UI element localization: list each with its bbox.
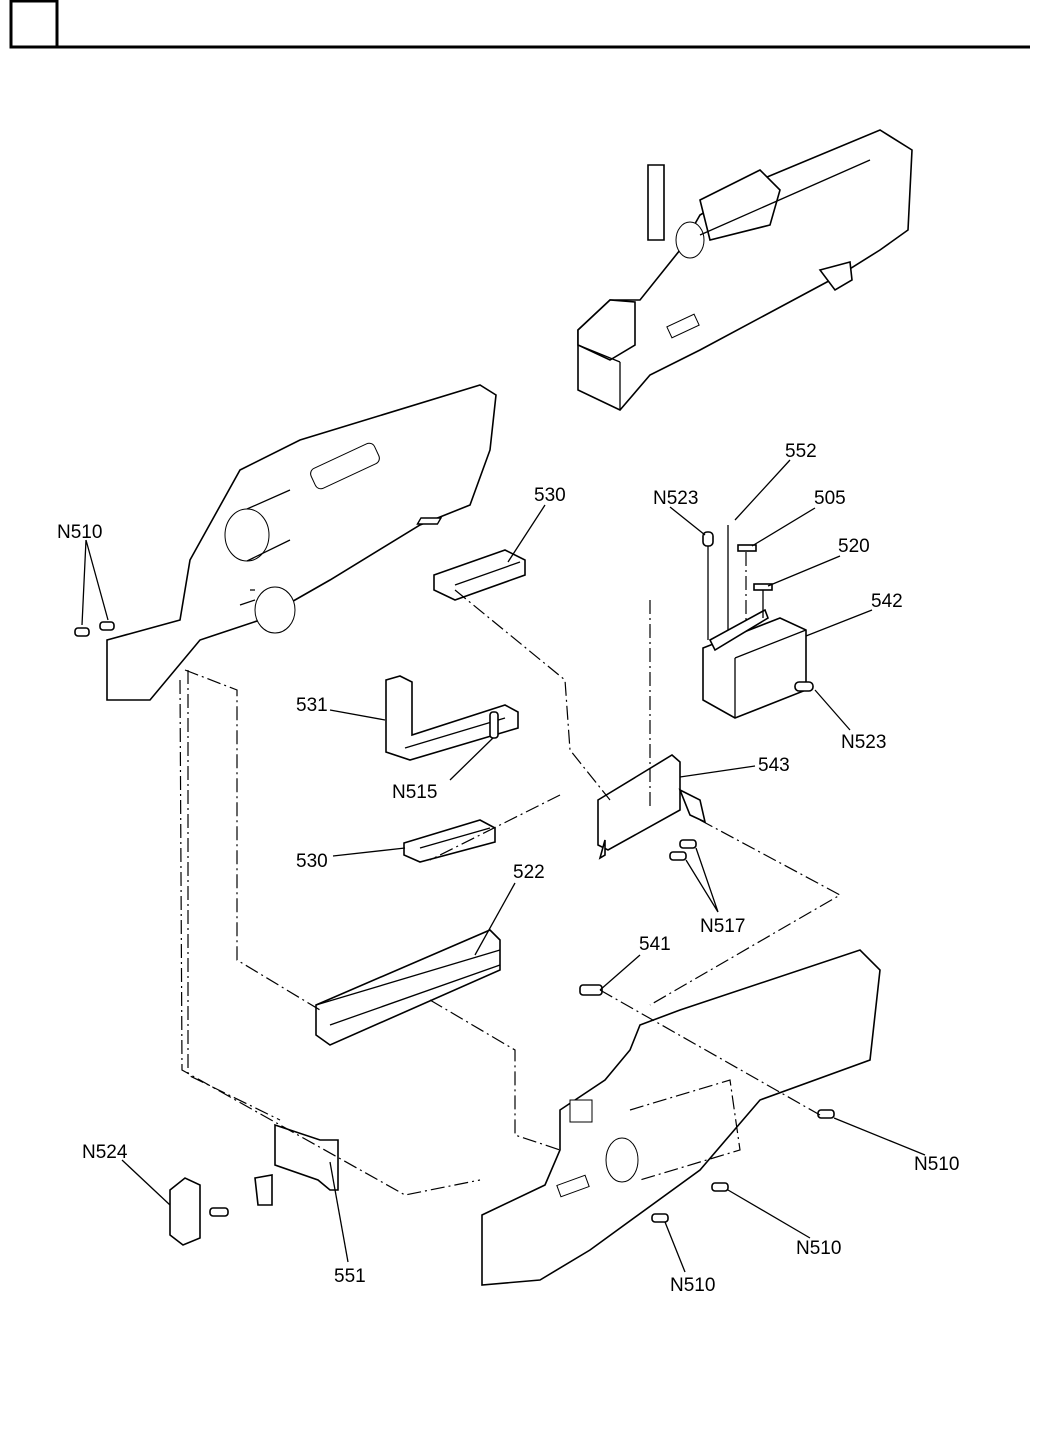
callout-n510-left: N510: [57, 522, 102, 543]
callout-n515: N515: [392, 782, 437, 803]
callout-522: 522: [513, 862, 545, 883]
part-541: [580, 985, 602, 995]
callout-542: 542: [871, 591, 903, 612]
callout-n523-top: N523: [653, 488, 698, 509]
page-header: [11, 1, 1030, 47]
part-531: [386, 676, 518, 760]
pin-n515: [490, 712, 498, 738]
callout-531: 531: [296, 695, 328, 716]
callout-n523-bottom: N523: [841, 732, 886, 753]
left-side-plate: [107, 385, 496, 700]
callout-552: 552: [785, 441, 817, 462]
part-522: [316, 930, 500, 1045]
callout-n510-right3: N510: [670, 1275, 715, 1296]
part-530-bottom: [404, 820, 495, 862]
callout-541: 541: [639, 934, 671, 955]
assembled-unit: [578, 130, 912, 410]
part-n524: [170, 1178, 200, 1245]
callout-n510-right2: N510: [796, 1238, 841, 1259]
label-552: [417, 518, 440, 524]
callout-520: 520: [838, 536, 870, 557]
callout-543: 543: [758, 755, 790, 776]
callout-551: 551: [334, 1266, 366, 1287]
part-551: [255, 1125, 338, 1205]
callout-n517: N517: [700, 916, 745, 937]
callout-530-top: 530: [534, 485, 566, 506]
callout-530-bottom: 530: [296, 851, 328, 872]
header-box: [11, 1, 57, 47]
callout-n524: N524: [82, 1142, 128, 1163]
callout-n510-right1: N510: [914, 1154, 959, 1175]
callout-505: 505: [814, 488, 846, 509]
